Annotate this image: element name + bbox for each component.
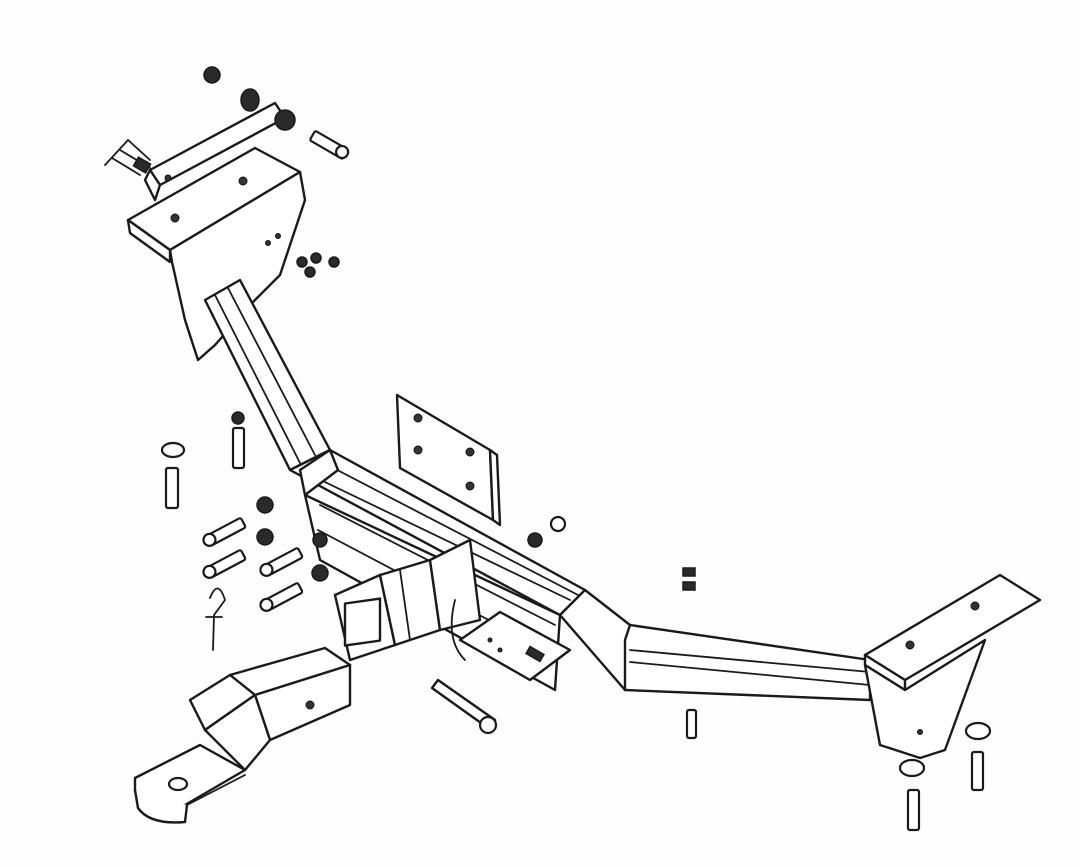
nuts-washers — [160, 66, 992, 778]
left-clamp-plate — [104, 101, 287, 202]
hitch-pin — [430, 678, 498, 735]
license-plate-bracket — [395, 393, 502, 527]
bolts — [164, 130, 985, 832]
ball-mount — [133, 646, 352, 824]
right-mounting-bracket — [863, 573, 1042, 760]
left-mounting-bracket — [126, 146, 307, 362]
receiver-box — [333, 538, 482, 662]
safety-chain-plate — [450, 599, 572, 682]
hitch-clip — [205, 587, 226, 651]
